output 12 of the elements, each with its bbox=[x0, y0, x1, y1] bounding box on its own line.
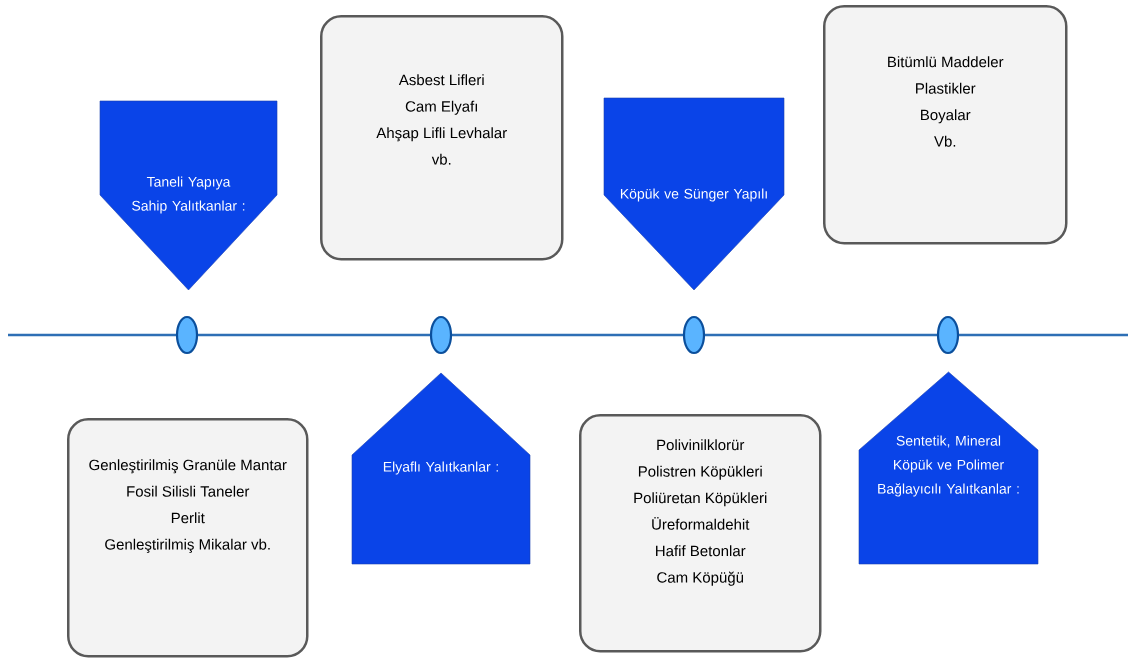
timeline-dot bbox=[936, 315, 960, 355]
text-box: Genleştirilmiş Granüle Mantar Fosil Silisli Taneler Perlit Genleştirilmiş Mikalar vb. bbox=[67, 418, 309, 658]
up-arrow-label: Sentetik, Mineral Köpük ve Polimer Bağlayıcılı Yalıtkanlar : bbox=[858, 371, 1039, 565]
up-arrow-label: Elyaflı Yalıtkanlar : bbox=[351, 372, 531, 565]
text-box: Bitümlü Maddeler Plastikler Boyalar Vb. bbox=[823, 5, 1068, 245]
down-arrow-label: Köpük ve Sünger Yapılı bbox=[603, 97, 785, 291]
timeline-dot bbox=[429, 315, 453, 355]
text-box: Asbest Lifleri Cam Elyafı Ahşap Lifli Levhalar vb. bbox=[320, 15, 564, 261]
text-box: Polivinilklorür Polistren Köpükleri Poliüretan Köpükleri Üreformaldehit Hafif Betonlar Cam Köpüğü bbox=[579, 414, 822, 653]
timeline-dot bbox=[175, 315, 199, 355]
down-arrow-label: Taneli Yapıya Sahip Yalıtkanlar : bbox=[99, 100, 278, 291]
timeline-dot bbox=[682, 315, 706, 355]
